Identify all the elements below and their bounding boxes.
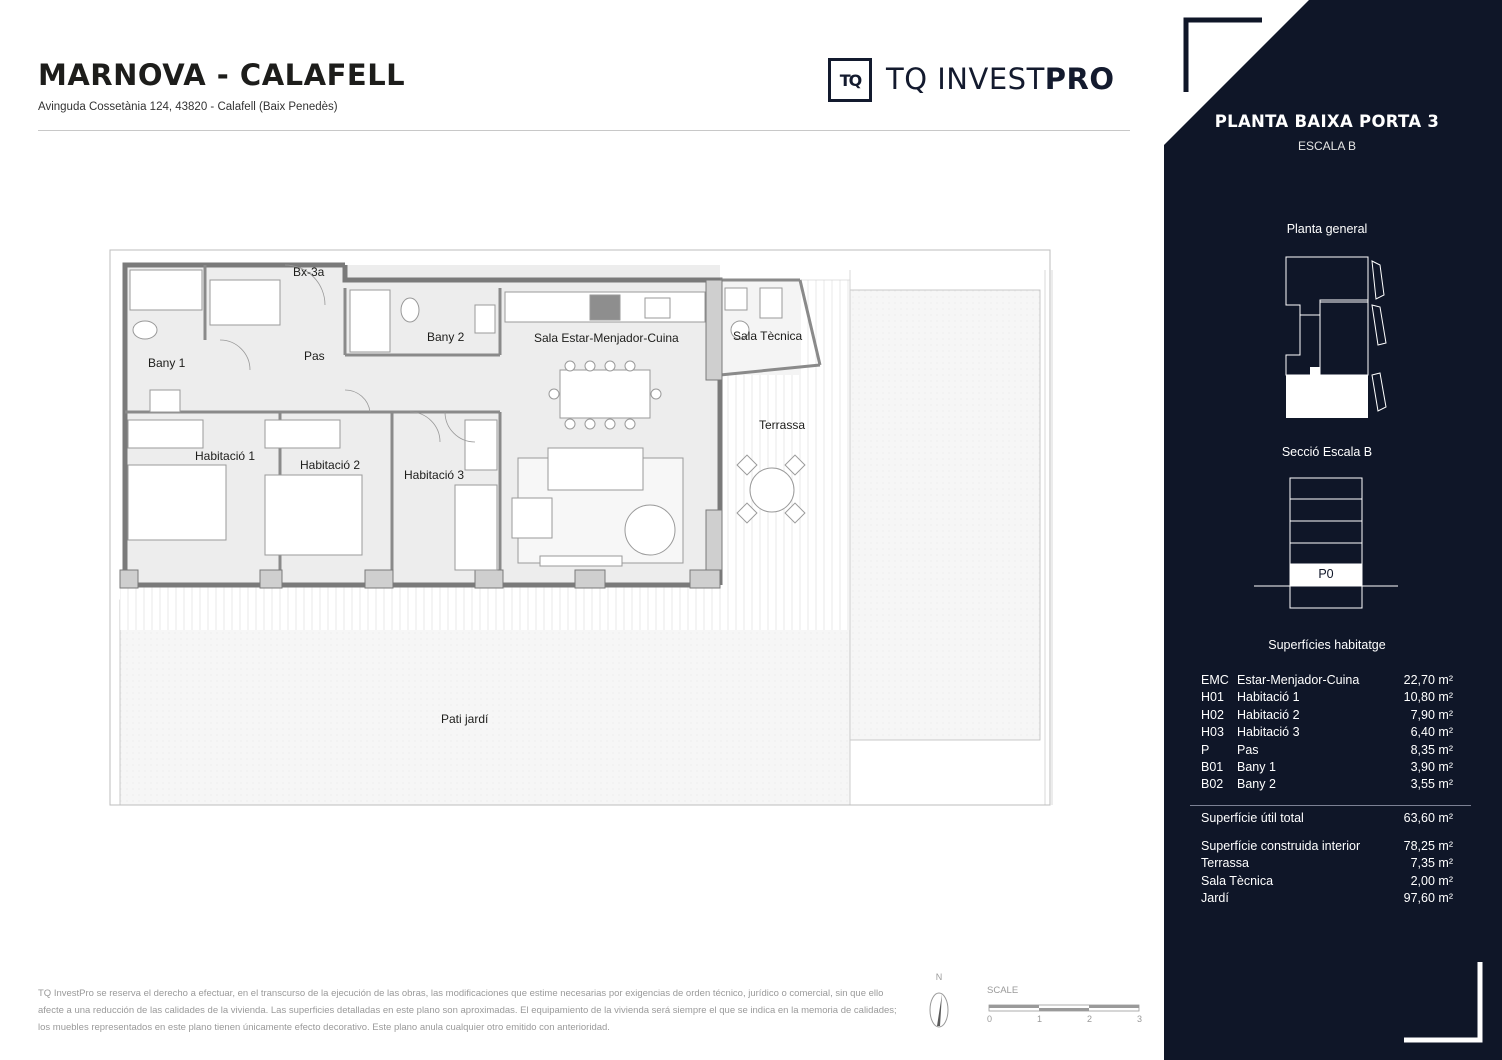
info-panel	[1164, 0, 1502, 1060]
total-area: 63,60 m²	[1403, 811, 1453, 825]
room-area: 7,90 m²	[1410, 707, 1453, 722]
room-row: P Pas 8,35 m²	[1201, 742, 1453, 759]
room-code: H02	[1201, 707, 1224, 722]
section-diagram	[1254, 477, 1398, 609]
total-useful-row: Superfície útil total 63,60 m²	[1201, 810, 1453, 828]
room-area: 10,80 m²	[1403, 690, 1453, 705]
header-divider	[38, 130, 1130, 131]
label-hab3: Habitació 3	[404, 468, 464, 482]
scale-tick-1: 1	[1037, 1014, 1043, 1024]
total-surfaces-list: Superfície útil total 63,60 m² Superfície…	[1201, 810, 1453, 908]
room-name: Habitació 1	[1237, 690, 1300, 705]
total-row: Terrassa 7,35 m²	[1201, 855, 1453, 873]
label-bany2: Bany 2	[427, 330, 465, 344]
scale-tick-3: 3	[1137, 1014, 1143, 1024]
company-logo: TQ TQ INVESTPRO	[828, 58, 1132, 108]
label-sala: Sala Estar-Menjador-Cuina	[534, 331, 679, 345]
logo-mark-icon: TQ	[828, 58, 872, 102]
room-area: 3,55 m²	[1410, 777, 1453, 792]
unit-subtitle: ESCALA B	[1297, 139, 1357, 153]
total-row: Superfície construida interior 78,25 m²	[1201, 838, 1453, 856]
room-row: H01 Habitació 1 10,80 m²	[1201, 689, 1453, 706]
room-row: H02 Habitació 2 7,90 m²	[1201, 707, 1453, 724]
plot-boundary	[109, 249, 1051, 806]
room-name: Estar-Menjador-Cuina	[1237, 673, 1360, 687]
total-name: Jardí	[1201, 891, 1229, 905]
room-name: Bany 1	[1237, 759, 1276, 774]
legal-disclaimer: TQ InvestPro se reserva el derecho a efe…	[38, 988, 897, 1033]
total-area: 97,60 m²	[1403, 891, 1453, 905]
general-plan-thumbnail	[1285, 256, 1387, 418]
label-hab2: Habitació 2	[300, 458, 360, 472]
scale-tick-0: 0	[987, 1014, 993, 1024]
project-title: MARNOVA - CALAFELL	[38, 58, 406, 92]
unit-title: PLANTA BAIXA PORTA 3	[1214, 112, 1440, 131]
room-area: 22,70 m²	[1403, 673, 1453, 687]
garden-deck-strip	[120, 585, 850, 630]
label-pati: Pati jardí	[441, 712, 489, 726]
room-code: H01	[1201, 690, 1224, 705]
total-name: Superfície útil total	[1201, 811, 1304, 825]
total-area: 7,35 m²	[1410, 856, 1453, 870]
room-code: B02	[1201, 777, 1224, 792]
room-code: B01	[1201, 759, 1224, 774]
scale-bar-graphic	[988, 1004, 1140, 1012]
label-terrassa: Terrassa	[759, 418, 805, 432]
surfaces-heading: Superfícies habitatge	[1268, 638, 1386, 652]
room-area: 6,40 m²	[1410, 725, 1453, 740]
north-arrow-icon	[929, 992, 949, 1028]
label-hab1: Habitació 1	[195, 449, 255, 463]
scale-bar: SCALE 0 1 2 3	[987, 985, 1157, 1030]
total-row: Sala Tècnica 2,00 m²	[1201, 873, 1453, 891]
room-code: P	[1201, 742, 1210, 757]
room-row: H03 Habitació 3 6,40 m²	[1201, 724, 1453, 741]
surfaces-divider	[1190, 805, 1471, 806]
logo-wordmark: TQ INVESTPRO	[886, 62, 1115, 96]
total-area: 78,25 m²	[1403, 838, 1453, 853]
total-row: Jardí 97,60 m²	[1201, 890, 1453, 908]
room-name: Habitació 2	[1237, 707, 1300, 722]
label-pas: Pas	[304, 349, 325, 363]
room-code: H03	[1201, 725, 1224, 740]
room-name: Bany 2	[1237, 777, 1276, 792]
total-area: 2,00 m²	[1410, 873, 1453, 888]
logo-text-bold: PRO	[1044, 62, 1115, 96]
floor-plan: Bx-3a Pas Bany 1 Bany 2 Sala Estar-Menja…	[109, 249, 1053, 806]
north-label: N	[935, 972, 943, 982]
room-name: Pas	[1237, 742, 1259, 757]
section-label: Secció Escala B	[1281, 445, 1373, 459]
room-row: B01 Bany 1 3,90 m²	[1201, 759, 1453, 776]
total-name: Sala Tècnica	[1201, 873, 1274, 888]
garden-area	[119, 599, 851, 806]
garden-side	[849, 289, 1041, 741]
north-arrow: N	[924, 972, 954, 1032]
room-area: 8,35 m²	[1410, 742, 1453, 757]
room-code: EMC	[1201, 673, 1229, 687]
label-bx: Bx-3a	[293, 265, 325, 279]
label-tecnica: Sala Tècnica	[733, 329, 802, 343]
total-name: Terrassa	[1201, 856, 1249, 870]
logo-text-regular: TQ INVEST	[886, 62, 1045, 96]
scale-label: SCALE	[987, 985, 1019, 996]
label-bany1: Bany 1	[148, 356, 186, 370]
scale-tick-2: 2	[1087, 1014, 1093, 1024]
room-area: 3,90 m²	[1410, 759, 1453, 774]
room-row: EMC Estar-Menjador-Cuina 22,70 m²	[1201, 672, 1453, 689]
general-plan-label: Planta general	[1286, 222, 1368, 236]
room-row: B02 Bany 2 3,55 m²	[1201, 776, 1453, 793]
floor-indicator: P0	[1318, 567, 1334, 581]
total-name: Superfície construida interior	[1201, 838, 1361, 853]
project-address: Avinguda Cossetània 124, 43820 - Calafel…	[38, 101, 338, 113]
panel-background	[1164, 0, 1502, 1060]
room-name: Habitació 3	[1237, 725, 1300, 740]
